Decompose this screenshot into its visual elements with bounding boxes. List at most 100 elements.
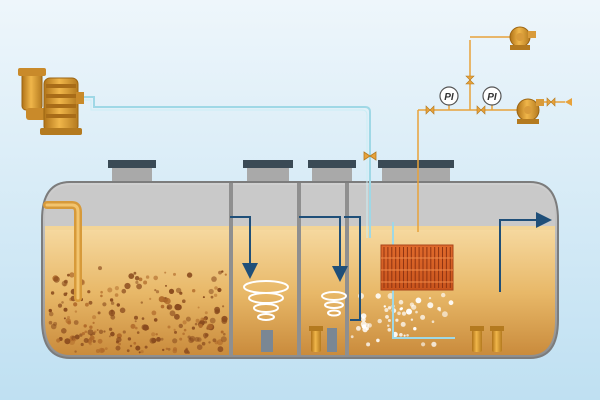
sludge-particle (104, 347, 108, 350)
sludge-particle (83, 324, 87, 328)
sludge-particle (87, 290, 91, 294)
sludge-particle (95, 349, 100, 353)
sludge-particle (87, 329, 94, 336)
sludge-particle (48, 320, 53, 325)
sludge-particle (84, 330, 88, 334)
sludge-particle (200, 317, 205, 322)
air-bubble (366, 342, 371, 347)
sludge-particle (61, 280, 68, 287)
sludge-particle (220, 336, 227, 343)
biofilm-media-block (380, 244, 454, 291)
air-bubble (395, 318, 399, 322)
sludge-particle (214, 286, 218, 290)
sludge-particle (151, 332, 156, 337)
sludge-particle (134, 276, 140, 281)
sludge-particle (133, 271, 137, 275)
pressure-gauge: PI (439, 86, 459, 110)
sludge-particle (100, 294, 103, 298)
air-bubble (431, 341, 437, 347)
sludge-particle (158, 296, 165, 303)
air-bubble (375, 293, 381, 299)
sludge-particle (110, 314, 116, 320)
sludge-particle (65, 318, 71, 324)
sludge-particle (74, 310, 78, 313)
sludge-particle (100, 290, 103, 294)
sludge-particle (97, 311, 101, 315)
gauge-label: PI (487, 92, 497, 103)
air-bubble (431, 320, 435, 324)
sludge-particle (115, 340, 120, 344)
sludge-particle (151, 310, 157, 316)
air-bubble (428, 297, 432, 300)
air-bubble (441, 292, 446, 298)
air-bubble (385, 315, 389, 319)
sludge-particle (155, 333, 158, 336)
sludge-particle (160, 304, 165, 309)
air-bubble (356, 326, 361, 331)
sludge-particle (174, 313, 180, 320)
sludge-particle (118, 342, 121, 346)
sludge-particle (164, 297, 171, 305)
flow-arrow (344, 216, 361, 321)
air-bubble (398, 299, 404, 305)
sludge-particle (138, 351, 141, 354)
air-bubble (409, 302, 414, 307)
sludge-particle (153, 318, 158, 322)
sludge-particle (61, 301, 64, 304)
sludge-particle (155, 290, 160, 294)
partition-wall (345, 183, 349, 356)
sludge-particle (162, 348, 165, 352)
sludge-particle (167, 325, 171, 329)
sludge-particle (220, 330, 224, 334)
sludge-particle (110, 301, 115, 305)
sludge-particle (194, 336, 200, 342)
air-supply-pipe (82, 96, 371, 238)
sludge-particle (89, 325, 93, 329)
sludge-particle (179, 337, 183, 341)
sludge-particle (217, 287, 222, 293)
sludge-particle (175, 287, 182, 294)
sludge-particle (79, 333, 83, 337)
sludge-particle (209, 317, 216, 324)
air-bubble (399, 307, 403, 311)
sludge-particle (50, 291, 55, 295)
submersible-pump-icon (18, 68, 84, 135)
sludge-particle (165, 347, 169, 350)
sludge-particle (145, 275, 150, 279)
sludge-particle (169, 310, 176, 317)
sludge-particle (108, 335, 111, 338)
air-bubble (406, 334, 409, 337)
sludge-particle (63, 317, 66, 320)
sludge-particle (197, 306, 200, 309)
manhole-cover (378, 160, 454, 168)
air-bubble (360, 313, 367, 319)
sludge-particle (185, 316, 191, 322)
sludge-particle (141, 317, 145, 320)
sludge-particle (167, 347, 171, 351)
sludge-particle (189, 337, 192, 340)
sludge-particle (135, 345, 141, 351)
sludge-particle (182, 299, 186, 304)
sludge-particle (189, 335, 196, 342)
sludge-particle (127, 337, 132, 341)
sludge-particle (48, 311, 54, 317)
sludge-particles (48, 266, 228, 354)
manhole-cover (308, 160, 356, 168)
sludge-particle (165, 284, 167, 287)
sludge-particle (74, 350, 77, 353)
sludge-particle (222, 305, 225, 308)
sludge-particle (156, 337, 161, 342)
sludge-particle (136, 331, 140, 334)
sludge-particle (134, 320, 137, 323)
air-bubble (383, 305, 386, 308)
air-bubble (442, 311, 448, 318)
sludge-particle (128, 273, 135, 279)
small-pump-icon (470, 326, 484, 352)
sludge-particle (119, 307, 126, 314)
air-bubble (427, 302, 434, 309)
sludge-particle (217, 346, 224, 353)
air-bubble (421, 342, 426, 347)
sludge-particle (109, 298, 114, 302)
sludge-particle (65, 292, 68, 295)
air-bubble (350, 335, 354, 339)
